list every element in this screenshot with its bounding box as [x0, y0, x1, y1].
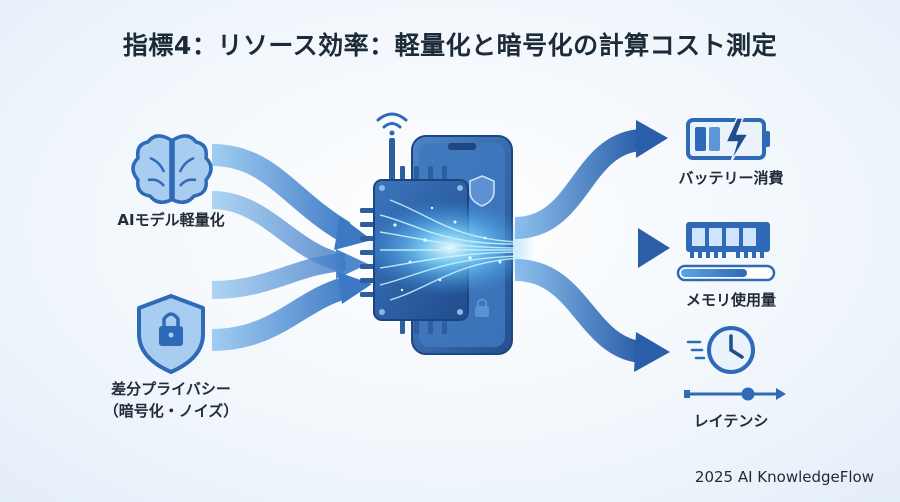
output-label-latency: レイテンシ [693, 412, 769, 430]
input-arrow-ai-upper [211, 144, 351, 242]
wifi-icon [376, 112, 408, 136]
input-label-ai: AIモデル軽量化 [117, 211, 225, 229]
clock-icon [686, 326, 755, 374]
input-label-privacy-line1: 差分プライバシー [111, 380, 231, 398]
memory-icon [686, 222, 770, 258]
antenna [389, 138, 395, 184]
smartphone-notch [448, 143, 476, 150]
output-arrow-battery [514, 129, 642, 239]
lock-icon-phone [475, 298, 489, 317]
input-arrow-ai-upper-head [334, 216, 372, 250]
data-particles [393, 206, 502, 292]
input-label-privacy: 差分プライバシー （暗号化・ノイズ） [96, 378, 246, 422]
output-arrow-battery-head [636, 120, 668, 158]
output-label-battery: バッテリー消費 [678, 169, 784, 187]
data-flow-lines [379, 199, 521, 301]
shield-icon-phone [469, 175, 495, 207]
input-arrow-privacy-lower-head [338, 272, 372, 304]
input-label-privacy-line2: （暗号化・ノイズ） [103, 402, 239, 420]
lightning-icon [724, 117, 750, 163]
output-label-memory: メモリ使用量 [685, 291, 776, 309]
input-arrows [211, 144, 372, 351]
memory-usage-bar [676, 264, 776, 282]
shield-lock-icon [137, 294, 205, 374]
output-arrow-latency-head [634, 332, 670, 372]
brain-icon [131, 134, 213, 204]
battery-icon [686, 117, 770, 163]
output-arrow-memory-head [638, 228, 670, 268]
output-arrow-latency [514, 259, 643, 363]
page-title: 指標4：リソース効率：軽量化と暗号化の計算コスト測定 [122, 31, 778, 60]
latency-slider [684, 387, 786, 401]
output-arrows [514, 120, 670, 372]
footer-credit: 2025 AI KnowledgeFlow [694, 468, 874, 486]
central-device [360, 112, 535, 355]
input-arrow-privacy-lower [211, 277, 349, 351]
input-arrow-privacy-upper [211, 253, 346, 299]
